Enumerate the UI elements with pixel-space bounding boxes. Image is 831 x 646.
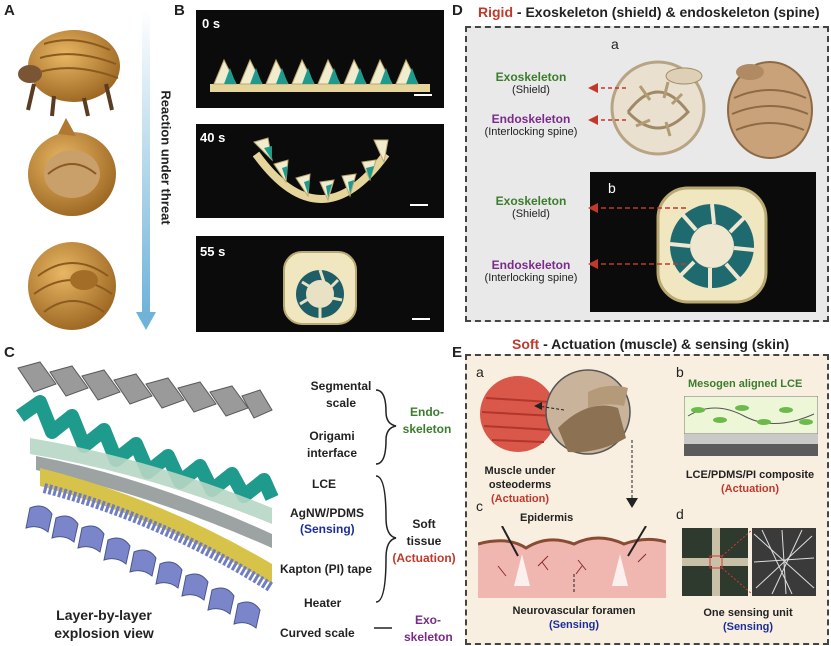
explosion-view-image (15, 361, 279, 629)
pointer-arrows-b (588, 203, 686, 269)
composite-text: LCE/PDMS/PI composite (685, 469, 815, 481)
endo-label-b-title: Endoskeleton (491, 258, 571, 272)
armadillo-images (18, 30, 120, 330)
endo-label-a: Endoskeleton (Interlocking spine) (476, 112, 586, 138)
panel-d-title-rest: - Exoskeleton (shield) & endoskeleton (s… (513, 4, 820, 20)
muscle-label: Muscle under osteoderms (Actuation) (470, 464, 570, 506)
threat-arrow-label: Reaction under threat (158, 90, 174, 225)
panel-d-sub-a: a (611, 36, 619, 52)
endo-label-a-title: Endoskeleton (491, 112, 571, 126)
soft-label-1: Soft (412, 517, 436, 531)
panel-label-a: A (4, 2, 15, 19)
panel-e-sub-b: b (676, 364, 684, 380)
foramen-sensing: (Sensing) (548, 619, 600, 631)
photo-0s: 0 s (196, 10, 444, 108)
composite-actuation: (Actuation) (720, 483, 780, 495)
rolled-robot-image (283, 251, 357, 325)
threat-arrow (136, 10, 156, 330)
skeleton-photo (610, 60, 813, 159)
bracket-lines (374, 389, 397, 629)
muscle-image (480, 369, 631, 455)
panel-label-d: D (452, 2, 463, 19)
layer-curved-scale: Curved scale (280, 626, 355, 640)
time-label-55: 55 s (200, 244, 226, 259)
pointer-arrows-a (588, 83, 626, 125)
soft-label-3: (Actuation) (392, 551, 456, 565)
endo-label-b: Endoskeleton (Interlocking spine) (476, 258, 586, 284)
lce-composite-image (684, 396, 818, 456)
composite-label: LCE/PDMS/PI composite (Actuation) (676, 468, 824, 496)
exo-label-b-title: Exoskeleton (495, 194, 567, 208)
panel-label-b: B (174, 2, 185, 19)
layer-agnw-pdms: AgNW/PDMS (290, 506, 364, 520)
foramen-label: Neurovascular foramen (Sensing) (484, 604, 664, 632)
soft-word: Soft (512, 336, 540, 352)
panel-label-e: E (452, 344, 463, 361)
sensing-unit-text: One sensing unit (703, 607, 793, 619)
layer-segmental-scale: Segmental scale (310, 379, 372, 410)
armadillo-standing-image (18, 30, 120, 117)
layer-kapton: Kapton (PI) tape (280, 562, 372, 576)
muscle-line-2: osteoderms (488, 479, 552, 491)
scale-bar (414, 94, 432, 96)
scale-bar (410, 204, 428, 206)
ring-robot-image (656, 186, 768, 304)
layer-heater: Heater (304, 596, 342, 610)
soft-label-2: tissue (406, 534, 442, 548)
time-label-40: 40 s (200, 130, 226, 145)
explosion-footer: Layer-by-layer explosion view (34, 606, 174, 642)
rigid-word: Rigid (478, 4, 513, 20)
skin-crosssection-image (478, 526, 666, 598)
endo-skeleton-label: Endo- skeleton (402, 405, 452, 436)
epidermis-label: Epidermis (520, 512, 574, 524)
foramen-text: Neurovascular foramen (512, 605, 636, 617)
panel-d-sub-b: b (608, 180, 616, 196)
endo-label-b-sub: (Interlocking spine) (484, 272, 578, 284)
exo-label-a-title: Exoskeleton (495, 70, 567, 84)
connector-arrow (626, 440, 638, 508)
panel-d-title: Rigid - Exoskeleton (shield) & endoskele… (478, 4, 820, 20)
flat-robot-image (210, 58, 430, 92)
panel-e-title: Soft - Actuation (muscle) & sensing (ski… (512, 336, 789, 352)
photo-40s: 40 s (196, 124, 444, 218)
panel-label-c: C (4, 344, 15, 361)
sensing-unit-sensing: (Sensing) (722, 621, 774, 633)
panel-e-sub-c: c (476, 498, 483, 514)
soft-tissue-label: Soft tissue (Actuation) (388, 516, 460, 567)
sensing-unit-image (682, 528, 816, 596)
layer-agnw-sensing: (Sensing) (300, 522, 355, 536)
exo-label-b: Exoskeleton (Shield) (476, 194, 586, 220)
time-label-0: 0 s (202, 16, 221, 31)
footer-line-2: explosion view (54, 625, 154, 641)
panel-e-title-rest: - Actuation (muscle) & sensing (skin) (539, 336, 790, 352)
sensing-unit-label: One sensing unit (Sensing) (678, 606, 818, 634)
exo-label-a: Exoskeleton (Shield) (476, 70, 586, 96)
muscle-line-1: Muscle under (484, 465, 556, 477)
armadillo-ball-image (28, 242, 116, 330)
armadillo-rolling-image (28, 118, 116, 216)
curling-robot-image (252, 137, 390, 203)
photo-55s: 55 s (196, 236, 444, 332)
exo-skeleton-label: Exo- skeleton (404, 613, 453, 644)
panel-e-sub-d: d (676, 506, 684, 522)
endo-label-a-sub: (Interlocking spine) (484, 126, 578, 138)
exo-label-a-sub: (Shield) (512, 84, 550, 96)
layer-origami-interface: Origami interface (306, 429, 358, 460)
muscle-actuation: (Actuation) (490, 493, 550, 505)
panel-e-sub-a: a (476, 364, 484, 380)
mesogen-label: Mesogen aligned LCE (688, 378, 803, 390)
scale-bar (412, 318, 430, 320)
layer-lce: LCE (312, 477, 336, 491)
footer-line-1: Layer-by-layer (56, 607, 152, 623)
exo-label-b-sub: (Shield) (512, 208, 550, 220)
